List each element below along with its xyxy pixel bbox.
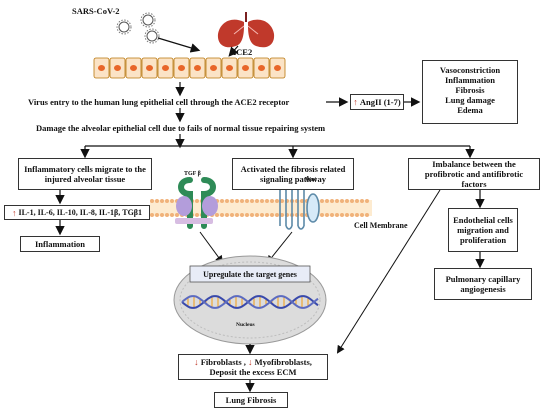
myofibroblasts-label: Myofibroblasts,	[254, 357, 312, 367]
effect-item: Fibrosis	[455, 85, 485, 95]
arrow-tgf-to-nucleus	[199, 231, 224, 264]
angii-box: ↑ AngII (1-7)	[350, 94, 404, 110]
branch-imbalance-box: Imbalance between the profibrotic and an…	[408, 158, 540, 190]
nucleus-label: Nucleus	[236, 322, 255, 328]
effect-item: Edema	[457, 105, 483, 115]
virus-entry-arrow	[157, 37, 201, 53]
down-arrow-icon: ↓	[194, 357, 199, 367]
epithelial-cell	[93, 57, 110, 79]
effects-box: Vasoconstriction Inflammation Fibrosis L…	[422, 60, 518, 124]
branch-fibrosis-box: Activated the fibrosis related signaling…	[232, 158, 354, 190]
epithelial-cell	[253, 57, 270, 79]
branch-inflammatory-box: Inflammatory cells migrate to the injure…	[18, 158, 152, 190]
fibroblasts-label: Fibroblasts ,	[200, 357, 246, 367]
angii-label: AngII (1-7)	[359, 97, 401, 107]
tgf-beta-receptor-icon	[175, 177, 218, 229]
arrow-imbalance-to-ecm	[336, 189, 441, 354]
damage-step-text: Damage the alveolar epithelial cell due …	[36, 123, 326, 133]
endothelial-box: Endothelial cells migration and prolifer…	[448, 208, 518, 252]
cell-membrane-label: Cell Membrane	[354, 221, 408, 230]
lung-fibrosis-box: Lung Fibrosis	[214, 392, 288, 408]
epithelial-cell	[125, 57, 142, 79]
virus-icon	[116, 12, 160, 44]
up-arrow-icon: ↑	[11, 207, 17, 218]
angiogenesis-box: Pulmonary capillary angiogenesis	[434, 268, 532, 300]
virus-label: SARS-CoV-2	[72, 6, 120, 16]
epithelial-cell	[141, 57, 158, 79]
epithelial-cell	[173, 57, 190, 79]
branch-inflammatory-text: Inflammatory cells migrate to the injure…	[24, 164, 146, 184]
target-genes-label: Upregulate the target genes	[203, 270, 297, 279]
tgf-beta-label: TGF β	[184, 171, 201, 177]
cytokines-label: IL-1, IL-6, IL-10, IL-8, IL-1β, TGβ1	[18, 207, 143, 217]
endothelial-text: Endothelial cells migration and prolifer…	[453, 215, 513, 245]
angiogenesis-text: Pulmonary capillary angiogenesis	[445, 274, 521, 294]
effect-item: Lung damage	[445, 95, 495, 105]
dna-helix	[181, 295, 319, 309]
entry-step-text: Virus entry to the human lung epithelial…	[28, 97, 290, 107]
up-arrow-icon: ↑	[353, 97, 358, 107]
effect-item: Vasoconstriction	[439, 65, 501, 75]
branch-fibrosis-text: Activated the fibrosis related signaling…	[240, 164, 346, 184]
epithelial-cell	[237, 57, 254, 79]
branch-imbalance-text: Imbalance between the profibrotic and an…	[424, 159, 524, 189]
epithelial-cell	[157, 57, 174, 79]
ecm-box: ↓ Fibroblasts , ↓ Myofibroblasts, Deposi…	[178, 354, 328, 380]
receptor-label: ACE2	[230, 47, 253, 57]
epithelial-cell	[205, 57, 222, 79]
lungs-icon	[217, 12, 275, 48]
epithelial-cell-layer	[93, 57, 286, 79]
epithelial-cell	[221, 57, 238, 79]
ecm-deposit-label: Deposit the excess ECM	[209, 367, 297, 377]
epithelial-cell	[189, 57, 206, 79]
inflammation-box: Inflammation	[20, 236, 100, 252]
lung-fibrosis-text: Lung Fibrosis	[225, 395, 277, 405]
lung-arrow	[228, 45, 239, 57]
epithelial-cell	[109, 57, 126, 79]
down-arrow-icon: ↓	[248, 357, 253, 367]
cytokines-box: ↑ IL-1, IL-6, IL-10, IL-8, IL-1β, TGβ1	[4, 205, 150, 220]
arrow-wnt-to-nucleus	[266, 231, 293, 264]
wnt-label: Wnt	[305, 177, 317, 183]
epithelial-cell	[269, 57, 286, 79]
inflammation-text: Inflammation	[34, 239, 86, 249]
effect-item: Inflammation	[444, 75, 496, 85]
